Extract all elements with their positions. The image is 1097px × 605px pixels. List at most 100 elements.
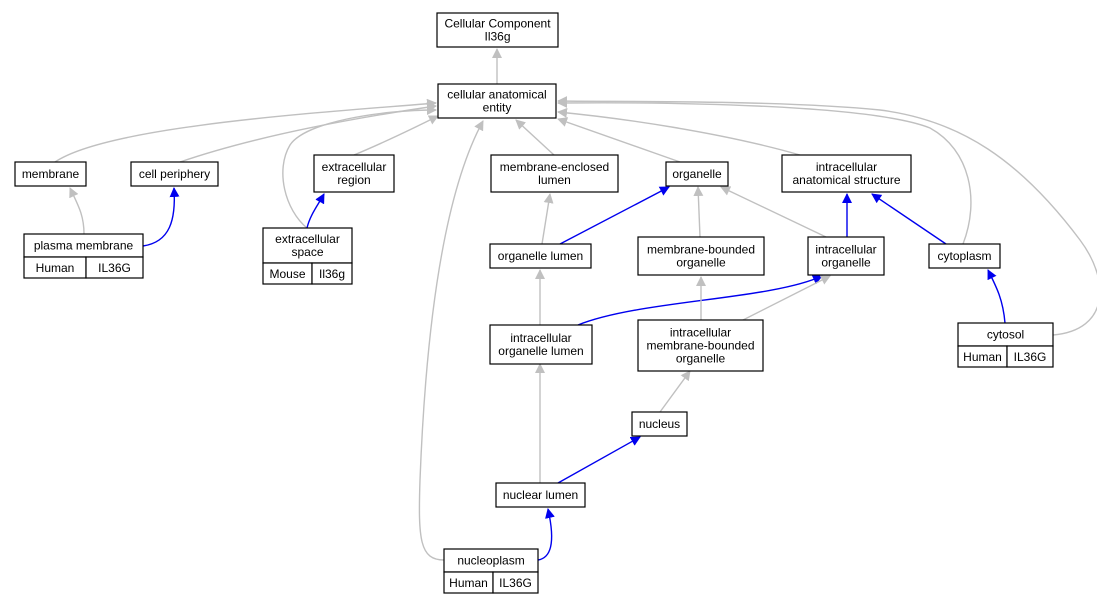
edge-plasma-membrane-to-cell-periphery xyxy=(142,187,180,247)
node-label: intracellular xyxy=(510,331,571,345)
node-box xyxy=(262,227,353,264)
gene-cell-label: IL36G xyxy=(499,576,532,590)
node-organelle[interactable]: organelle xyxy=(665,161,729,187)
node-label: intracellular xyxy=(816,160,877,174)
node-box xyxy=(631,411,688,437)
node-label: cellular anatomical xyxy=(447,88,546,102)
node-cell-periphery[interactable]: cell periphery xyxy=(130,161,219,187)
node-box xyxy=(130,161,219,187)
species-cell-label: Human xyxy=(963,350,1002,364)
edge-organelle-lumen-to-organelle xyxy=(559,186,670,245)
node-label: nucleoplasm xyxy=(457,554,524,568)
edge-intracellular-organelle-lumen-to-intracellular-organelle xyxy=(577,275,823,326)
node-membrane[interactable]: membrane xyxy=(14,161,87,187)
node-box xyxy=(489,243,592,269)
gene-cell xyxy=(492,571,539,594)
edges-layer xyxy=(54,48,1097,561)
edge-membrane-to-cae xyxy=(54,98,437,163)
node-label: cell periphery xyxy=(139,167,210,181)
node-label: nucleus xyxy=(639,417,680,431)
edge-organelle-lumen-to-membrane-enclosed-lumen xyxy=(541,193,554,245)
node-label: organelle xyxy=(676,256,726,270)
node-box xyxy=(495,482,586,508)
node-nuclear-lumen[interactable]: nuclear lumen xyxy=(495,482,586,508)
node-cytoplasm[interactable]: cytoplasm xyxy=(928,243,1001,269)
edge-cell-periphery-to-cae xyxy=(179,102,437,163)
node-nucleus[interactable]: nucleus xyxy=(631,411,688,437)
node-box xyxy=(490,154,619,193)
node-label: cytoplasm xyxy=(937,249,991,263)
gene-cell-label: Il36g xyxy=(319,267,345,281)
node-label: intracellular xyxy=(670,326,731,340)
edge-nucleoplasm-to-nuclear-lumen xyxy=(537,508,555,561)
edge-cytoplasm-to-intracellular-anatomical-structure xyxy=(871,193,947,245)
species-cell-label: Human xyxy=(36,261,75,275)
node-label: organelle xyxy=(672,167,722,181)
edge-cytoplasm-to-cae xyxy=(557,97,972,245)
edge-cytosol-to-cae xyxy=(557,96,1097,336)
node-label: Il36g xyxy=(484,30,510,44)
node-organelle-lumen[interactable]: organelle lumen xyxy=(489,243,592,269)
node-label: organelle lumen xyxy=(498,344,583,358)
edge-nucleoplasm-to-cae xyxy=(418,120,484,561)
node-label: space xyxy=(291,245,323,259)
edge-nucleus-to-intracellular-mbo xyxy=(659,370,691,413)
edge-intracellular-anatomical-structure-to-cae xyxy=(557,107,801,156)
node-box xyxy=(665,161,729,187)
node-label: extracellular xyxy=(275,232,340,246)
node-label: plasma membrane xyxy=(34,239,134,253)
node-label: organelle lumen xyxy=(498,249,583,263)
node-label: nuclear lumen xyxy=(503,488,578,502)
node-label: Cellular Component xyxy=(444,17,551,31)
node-box xyxy=(436,12,559,48)
edge-membrane-enclosed-lumen-to-cae xyxy=(515,119,555,156)
edge-nuclear-lumen-to-nucleus xyxy=(557,436,641,484)
edge-plasma-membrane-to-membrane xyxy=(69,187,85,235)
node-box xyxy=(781,154,912,193)
species-cell-label: Mouse xyxy=(269,267,305,281)
node-box xyxy=(489,324,593,365)
node-box xyxy=(437,83,557,119)
node-label: membrane-enclosed xyxy=(500,160,609,174)
node-box xyxy=(637,236,765,276)
gene-cell xyxy=(85,256,144,279)
gene-cell xyxy=(311,262,353,285)
node-label: entity xyxy=(483,101,512,115)
node-box xyxy=(928,243,1001,269)
node-label: extracellular xyxy=(322,160,387,174)
node-box xyxy=(14,161,87,187)
node-label: membrane-bounded xyxy=(646,339,754,353)
node-label: organelle xyxy=(821,256,871,270)
node-label: intracellular xyxy=(815,243,876,257)
node-label: organelle xyxy=(676,352,726,366)
node-box xyxy=(807,236,885,276)
gene-cell xyxy=(1006,345,1054,368)
node-box xyxy=(637,319,764,372)
gene-cell-label: IL36G xyxy=(1014,350,1047,364)
edge-extracellular-region-to-cae xyxy=(353,115,439,156)
edge-cytosol-to-cytoplasm xyxy=(987,269,1006,324)
edge-membrane-bounded-organelle-to-organelle xyxy=(693,186,704,238)
node-label: membrane-bounded xyxy=(647,243,755,257)
node-label: region xyxy=(337,173,370,187)
edge-intracellular-mbo-to-intracellular-organelle xyxy=(742,275,831,321)
species-cell-label: Human xyxy=(449,576,488,590)
edge-organelle-to-cae xyxy=(557,117,681,163)
edge-extracellular-space-to-extracellular-region xyxy=(306,193,325,229)
node-label: lumen xyxy=(538,173,571,187)
node-box xyxy=(313,154,395,193)
